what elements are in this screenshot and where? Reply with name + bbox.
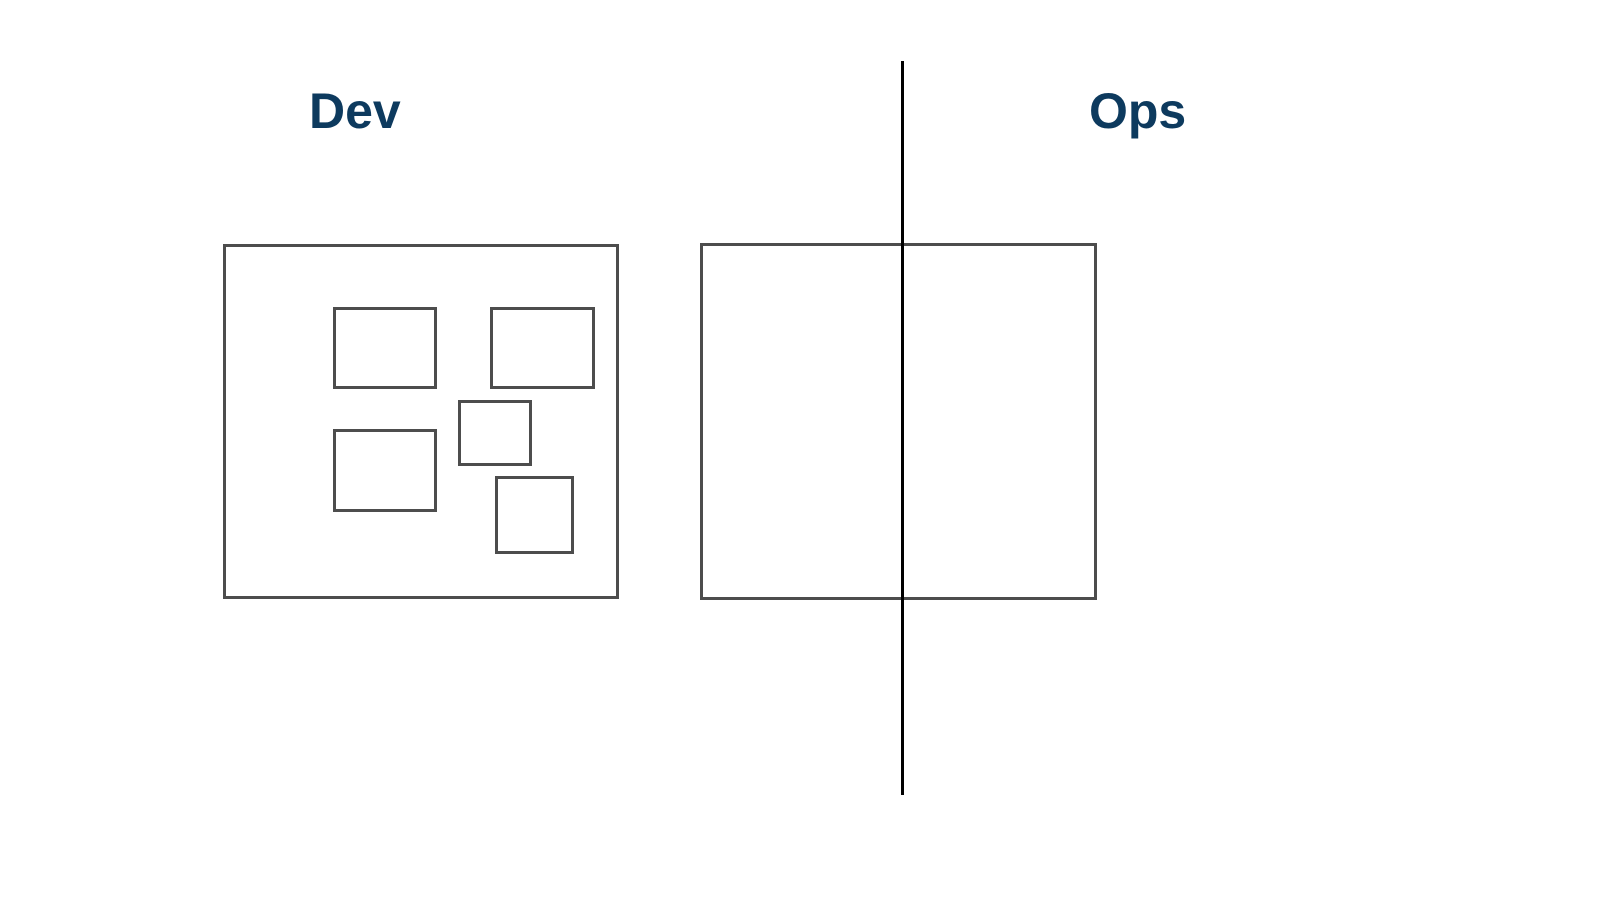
dev-label: Dev (309, 83, 401, 139)
ops-label: Ops (1089, 83, 1187, 139)
dev-inner-rect-4 (333, 429, 437, 512)
ops-boundary-box (700, 243, 1097, 600)
dev-inner-rect-5 (495, 476, 574, 554)
dev-inner-rect-1 (333, 307, 437, 389)
dev-boundary-box (223, 244, 619, 599)
dev-inner-rect-2 (490, 307, 595, 389)
dev-inner-rect-3 (458, 400, 532, 466)
dev-ops-divider-line (901, 61, 904, 795)
